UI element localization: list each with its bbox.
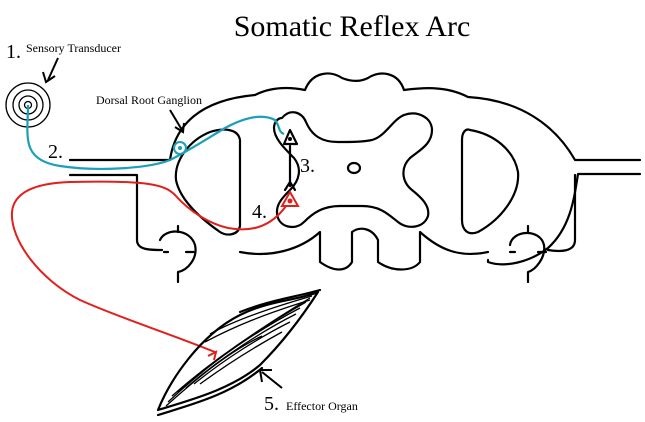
label-5-number: 5. <box>264 393 279 415</box>
label-effector-organ: 5. Effector Organ <box>258 369 358 415</box>
central-canal <box>346 161 362 175</box>
motor-pathway <box>10 180 287 353</box>
effector-organ <box>156 288 322 417</box>
motor-neuron <box>280 189 300 207</box>
left-white-matter <box>174 128 242 236</box>
right-spinal-nerve <box>508 224 548 284</box>
ventral-contour <box>238 227 490 271</box>
label-1-number: 1. <box>6 41 21 63</box>
label-1-text: Sensory Transducer <box>26 41 121 55</box>
gray-matter <box>272 111 434 228</box>
label-sensory-transducer: 1. Sensory Transducer <box>6 41 121 84</box>
spinal-cord-left-contour <box>68 173 164 252</box>
label-4-number: 4. <box>252 201 267 223</box>
neuromuscular-junction <box>207 350 218 361</box>
label-drg-text: Dorsal Root Ganglion <box>96 93 202 107</box>
label-3-number: 3. <box>300 155 315 177</box>
right-white-matter <box>460 128 520 235</box>
dorsal-root-ganglion-body <box>173 141 187 155</box>
label-5-text: Effector Organ <box>286 399 358 413</box>
left-spinal-nerve <box>158 224 197 284</box>
diagram-title: Somatic Reflex Arc <box>234 10 471 43</box>
spinal-cord-right-contour <box>546 173 577 253</box>
interneuron <box>282 128 299 192</box>
label-2-number: 2. <box>48 141 63 163</box>
label-dorsal-root-ganglion: Dorsal Root Ganglion <box>96 93 202 134</box>
